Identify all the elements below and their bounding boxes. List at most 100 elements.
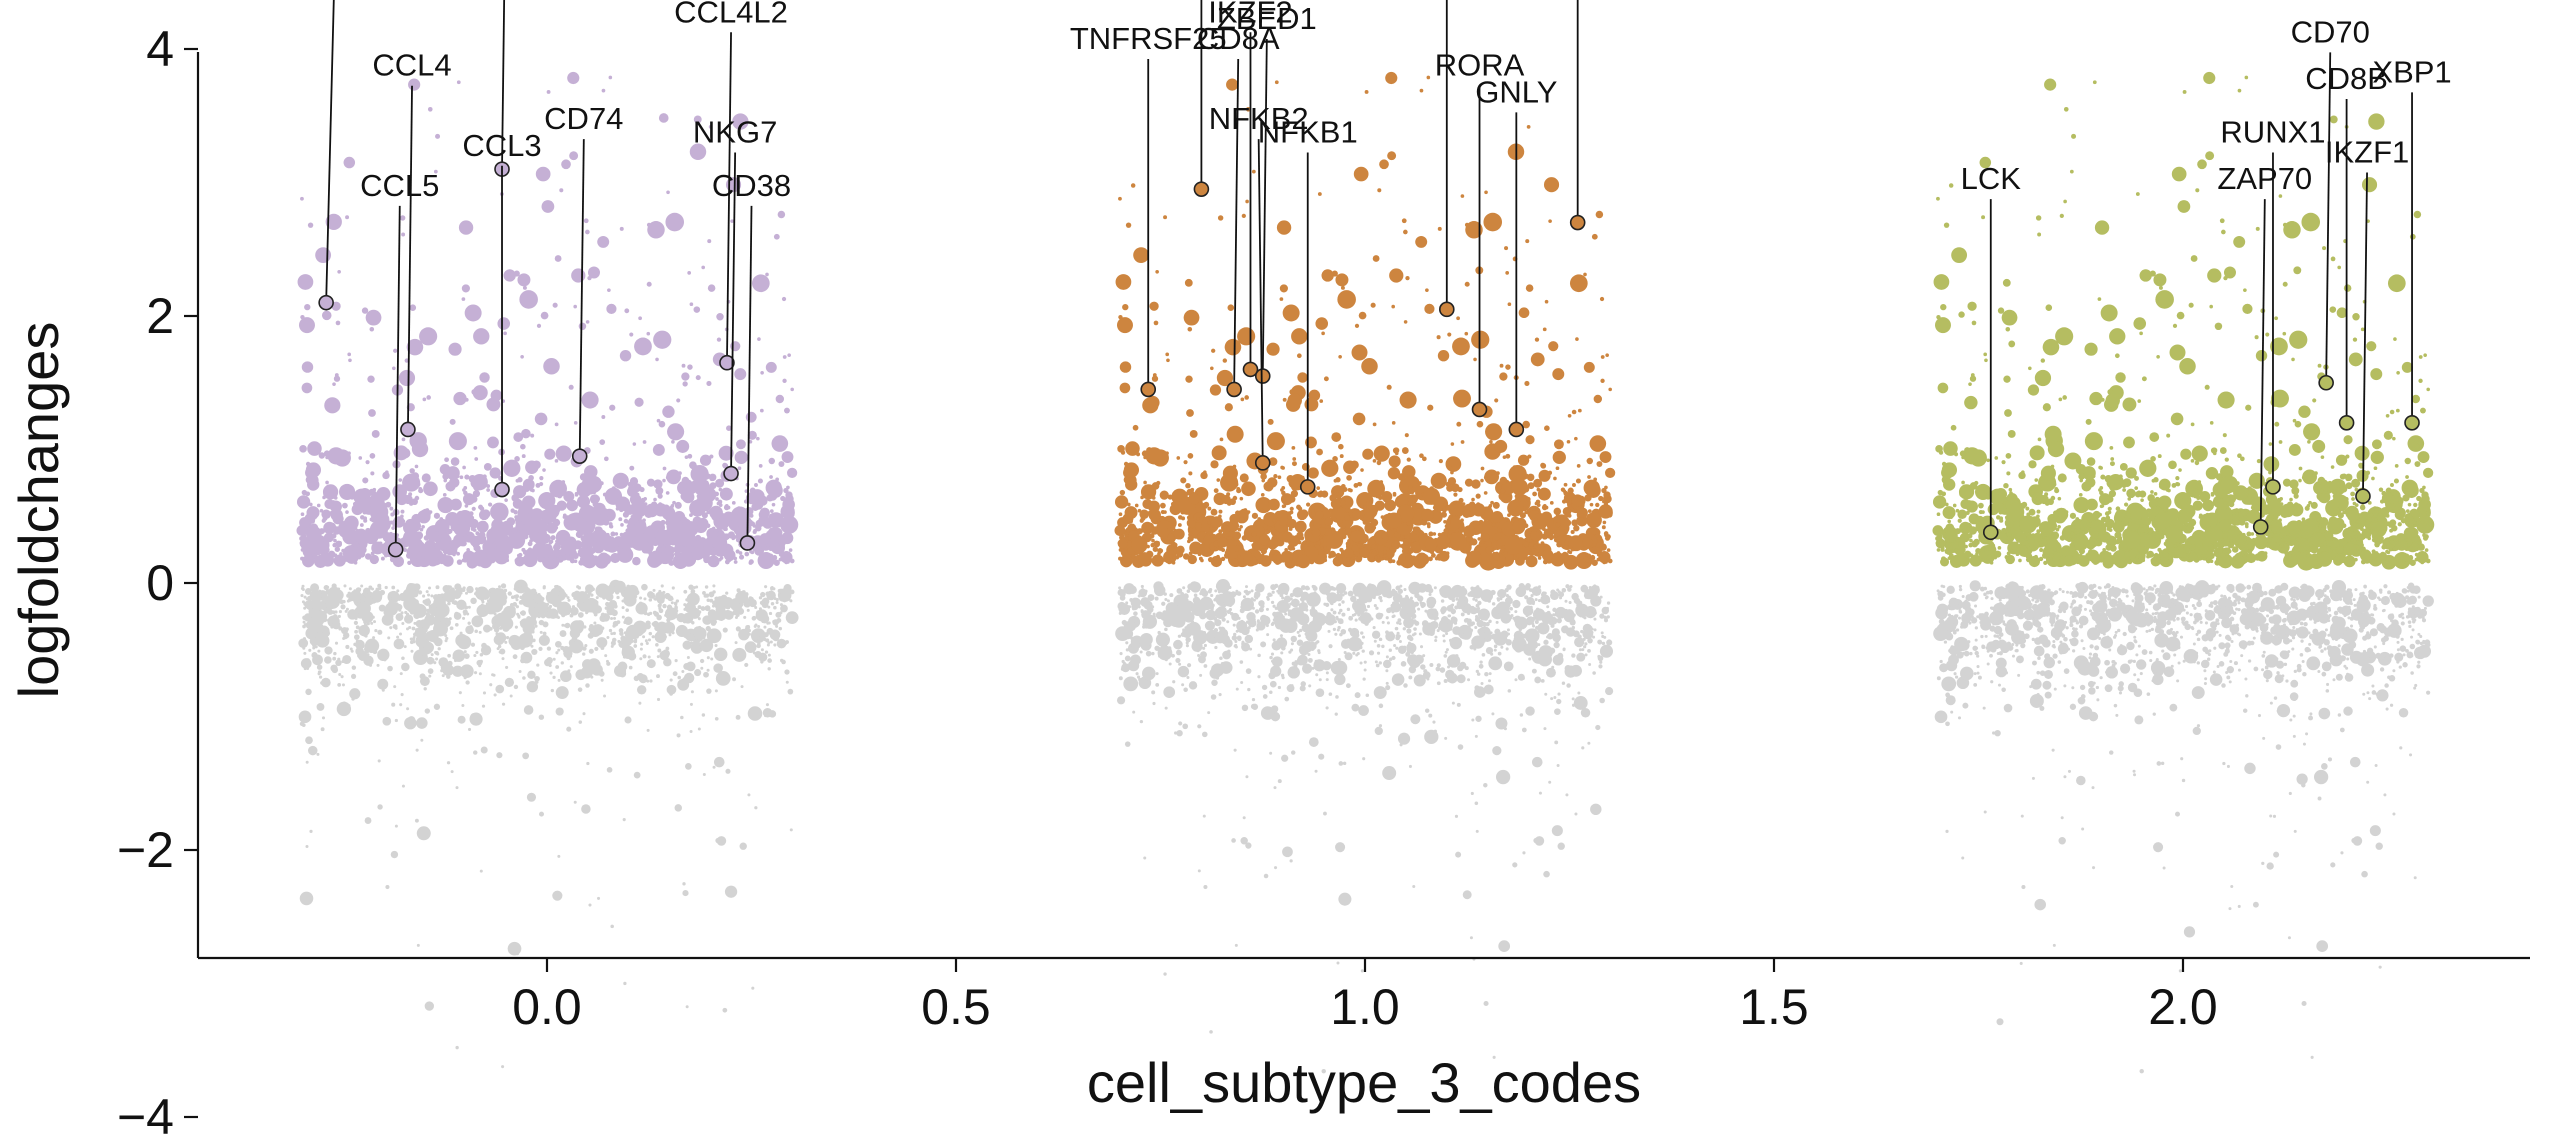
- point-group-0-up: [691, 547, 705, 561]
- point-group-0-up: [333, 554, 346, 567]
- point-group-0-up: [709, 505, 723, 520]
- point-group-1-down: [1522, 851, 1526, 855]
- point-group-0-up: [415, 347, 420, 352]
- point-group-1-down: [1386, 621, 1390, 625]
- point-group-1-down: [1534, 836, 1545, 846]
- point-group-0-down: [298, 638, 309, 649]
- point-group-1-down: [1315, 688, 1325, 698]
- point-group-1-up: [1165, 352, 1170, 357]
- point-group-0-down: [785, 680, 789, 684]
- point-group-0-down: [538, 646, 543, 651]
- point-group-1-down: [1531, 616, 1536, 621]
- point-group-1-down: [1524, 595, 1529, 600]
- point-group-1-down: [1455, 851, 1462, 858]
- point-group-0-down: [376, 590, 380, 594]
- point-group-1-down: [1467, 620, 1472, 626]
- point-group-0-down: [778, 592, 788, 602]
- point-group-0-down: [668, 633, 672, 637]
- point-group-0-up: [348, 358, 352, 363]
- point-group-0-down: [705, 625, 711, 632]
- point-group-1-down: [1340, 628, 1347, 635]
- point-group-1-down: [1269, 751, 1273, 755]
- point-group-1-up: [1153, 320, 1159, 326]
- point-group-0-down: [448, 585, 452, 589]
- point-group-1-down: [1506, 619, 1510, 623]
- point-group-1-down: [1365, 693, 1370, 698]
- point-group-0-down: [587, 591, 592, 596]
- point-group-0-up: [491, 518, 504, 532]
- point-group-1-down: [1531, 586, 1542, 597]
- point-group-0-down: [561, 612, 566, 618]
- point-group-1-down: [1474, 625, 1478, 629]
- point-group-0-down: [559, 591, 567, 599]
- point-group-0-down: [433, 661, 437, 665]
- point-group-0-down: [571, 591, 578, 598]
- point-group-0-up: [667, 423, 685, 441]
- point-group-1-down: [1368, 650, 1375, 656]
- point-group-1-down: [1354, 593, 1358, 597]
- point-group-0-down: [645, 641, 649, 645]
- point-group-1-up: [1460, 194, 1465, 198]
- point-group-0-up: [369, 539, 373, 544]
- point-group-0-down: [314, 645, 318, 649]
- point-group-0-down: [789, 599, 793, 603]
- point-group-0-down: [312, 654, 323, 666]
- point-group-0-up: [694, 465, 699, 469]
- point-group-1-down: [1385, 681, 1389, 685]
- point-group-0-down: [455, 786, 459, 790]
- point-group-0-down: [430, 658, 435, 662]
- point-group-0-down: [555, 640, 562, 648]
- point-group-0-up: [352, 541, 359, 547]
- point-group-0-down: [689, 702, 693, 706]
- point-group-1-up: [1227, 304, 1235, 311]
- point-group-0-down: [412, 637, 416, 641]
- point-group-0-up: [433, 169, 438, 174]
- point-group-1-up: [1464, 478, 1474, 487]
- point-group-1-down: [1580, 629, 1584, 634]
- point-group-0-up: [690, 464, 709, 484]
- point-group-1-down: [1371, 630, 1381, 639]
- point-group-0-down: [623, 981, 627, 986]
- point-group-1-down: [1377, 615, 1381, 619]
- point-group-1-down: [1410, 714, 1421, 725]
- point-group-0-down: [428, 620, 432, 624]
- point-group-1-down: [1200, 651, 1207, 659]
- point-group-0-up: [585, 320, 590, 324]
- point-group-1-down: [1375, 663, 1380, 668]
- point-group-0-up: [784, 494, 794, 504]
- point-group-1-down: [1595, 724, 1601, 731]
- point-group-0-up: [549, 479, 567, 498]
- point-group-0-up: [428, 510, 433, 514]
- point-group-1-down: [1266, 633, 1270, 637]
- point-group-0-down: [557, 648, 561, 652]
- point-group-1-down: [1488, 679, 1492, 683]
- point-group-1-down: [1488, 619, 1492, 624]
- point-group-0-up: [339, 519, 343, 523]
- point-group-0-up: [777, 210, 786, 219]
- point-group-0-up: [555, 445, 572, 462]
- point-group-0-up: [548, 522, 553, 527]
- point-group-0-down: [767, 667, 771, 671]
- point-group-0-down: [510, 595, 515, 599]
- point-group-1-down: [1289, 859, 1293, 863]
- point-group-0-up: [355, 528, 360, 533]
- point-group-1-down: [1448, 614, 1452, 618]
- point-group-1-down: [1495, 769, 1511, 785]
- point-group-1-down: [1447, 672, 1458, 684]
- point-group-1-down: [1283, 590, 1289, 595]
- point-group-0-down: [552, 657, 556, 661]
- point-group-1-down: [1325, 671, 1329, 675]
- point-group-0-down: [764, 585, 768, 589]
- point-group-0-up: [718, 487, 723, 492]
- point-group-0-down: [505, 635, 510, 640]
- point-group-0-down: [496, 752, 503, 759]
- point-group-0-down: [479, 653, 484, 657]
- point-group-1-up: [1553, 476, 1557, 481]
- point-group-0-down: [485, 602, 489, 606]
- point-group-0-down: [303, 595, 307, 599]
- point-group-0-down: [331, 610, 336, 615]
- point-group-1-down: [1361, 649, 1365, 653]
- point-group-1-down: [1395, 634, 1399, 638]
- point-group-0-down: [438, 640, 442, 644]
- point-group-1-down: [1305, 630, 1318, 642]
